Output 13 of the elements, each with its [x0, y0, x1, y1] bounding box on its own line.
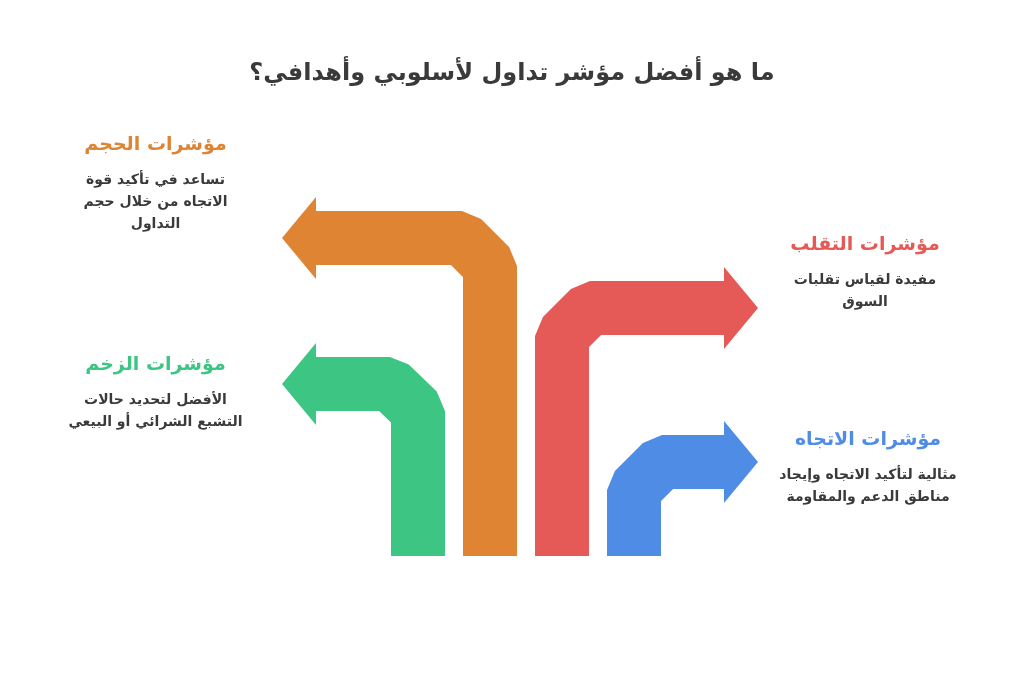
- description: مفيدة لقياس تقلبات السوق: [792, 270, 938, 312]
- bent-arrow: [607, 421, 758, 556]
- bent-arrow: [282, 197, 517, 556]
- heading: مؤشرات الاتجاه: [794, 427, 942, 449]
- heading: مؤشرات الزخم: [85, 352, 226, 374]
- heading: مؤشرات الحجم: [84, 132, 227, 154]
- description: تساعد في تأكيد قوة الاتجاه من خلال حجم التداول: [82, 169, 229, 234]
- description: الأفضل لتحديد حالات التشبع الشرائي أو البيعي: [67, 390, 244, 432]
- bent-arrow: [282, 343, 445, 556]
- description: مثالية لتأكيد الاتجاه وإيجاد مناطق الدعم والمقاومة: [778, 464, 958, 507]
- heading: مؤشرات التقلب: [790, 232, 940, 254]
- bent-arrow: [535, 267, 758, 556]
- title: ما هو أفضل مؤشر تداول لأسلوبي وأهدافي؟: [249, 58, 775, 86]
